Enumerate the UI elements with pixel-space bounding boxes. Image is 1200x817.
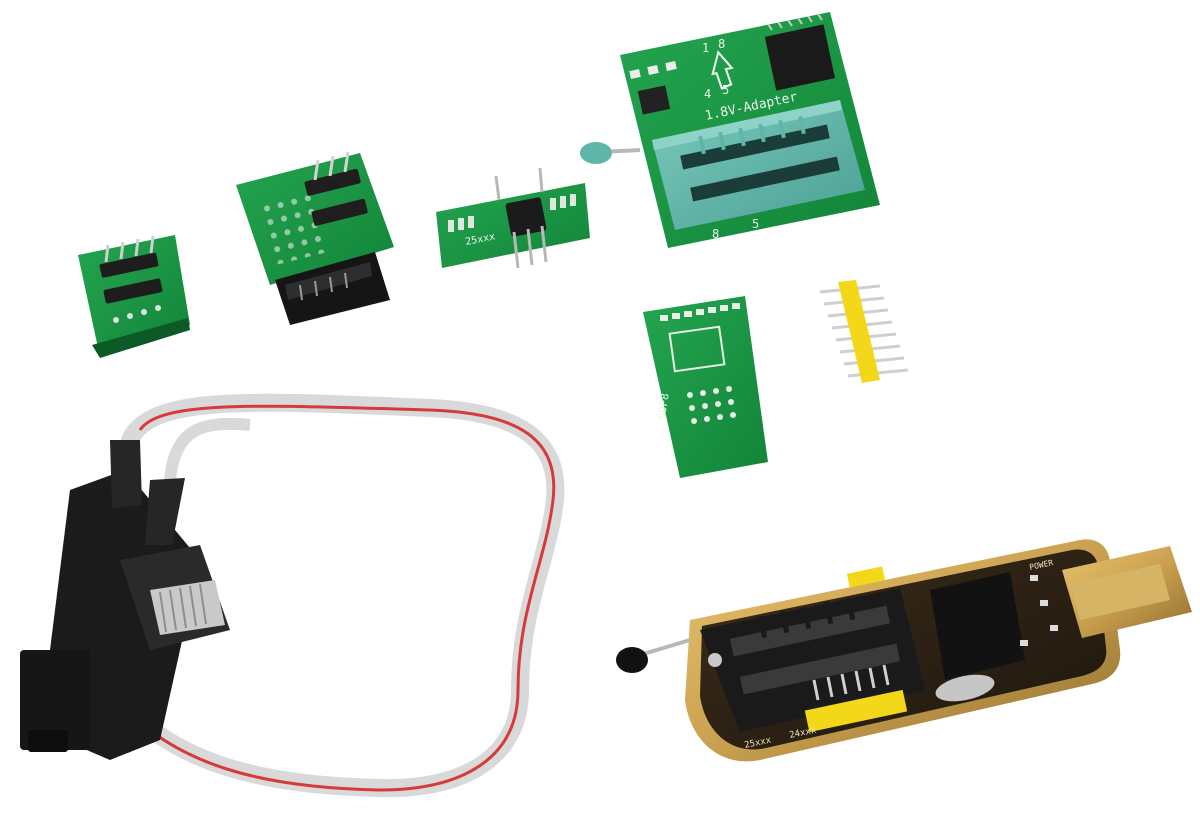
pin-label-4: 4	[704, 87, 711, 101]
bottom-label-5: 5	[752, 217, 759, 231]
test-clip	[20, 440, 230, 760]
pin-label-8: 8	[718, 37, 725, 51]
loose-pin-header	[819, 280, 909, 383]
bottom-label-8: 8	[712, 227, 719, 241]
soic8-header-adapter	[78, 235, 190, 358]
soic-test-clip-cable	[20, 393, 565, 798]
arrow-up-icon	[711, 50, 734, 90]
pin-label-5: 5	[722, 83, 729, 97]
adapter-1v8-zif: 1 8 4 5 1.8V-Adapter 8 5	[580, 12, 880, 248]
sop8-dip-converter: 25xxx	[436, 167, 590, 269]
sop8-socket-adapter	[236, 151, 394, 325]
ch341a-usb-programmer: POWER 25xxx 24xxx	[616, 539, 1192, 762]
pin-label-1: 1	[702, 41, 709, 55]
breakout-label: SOP8	[655, 392, 672, 420]
sop-breakout-board: SOP8	[643, 296, 768, 478]
